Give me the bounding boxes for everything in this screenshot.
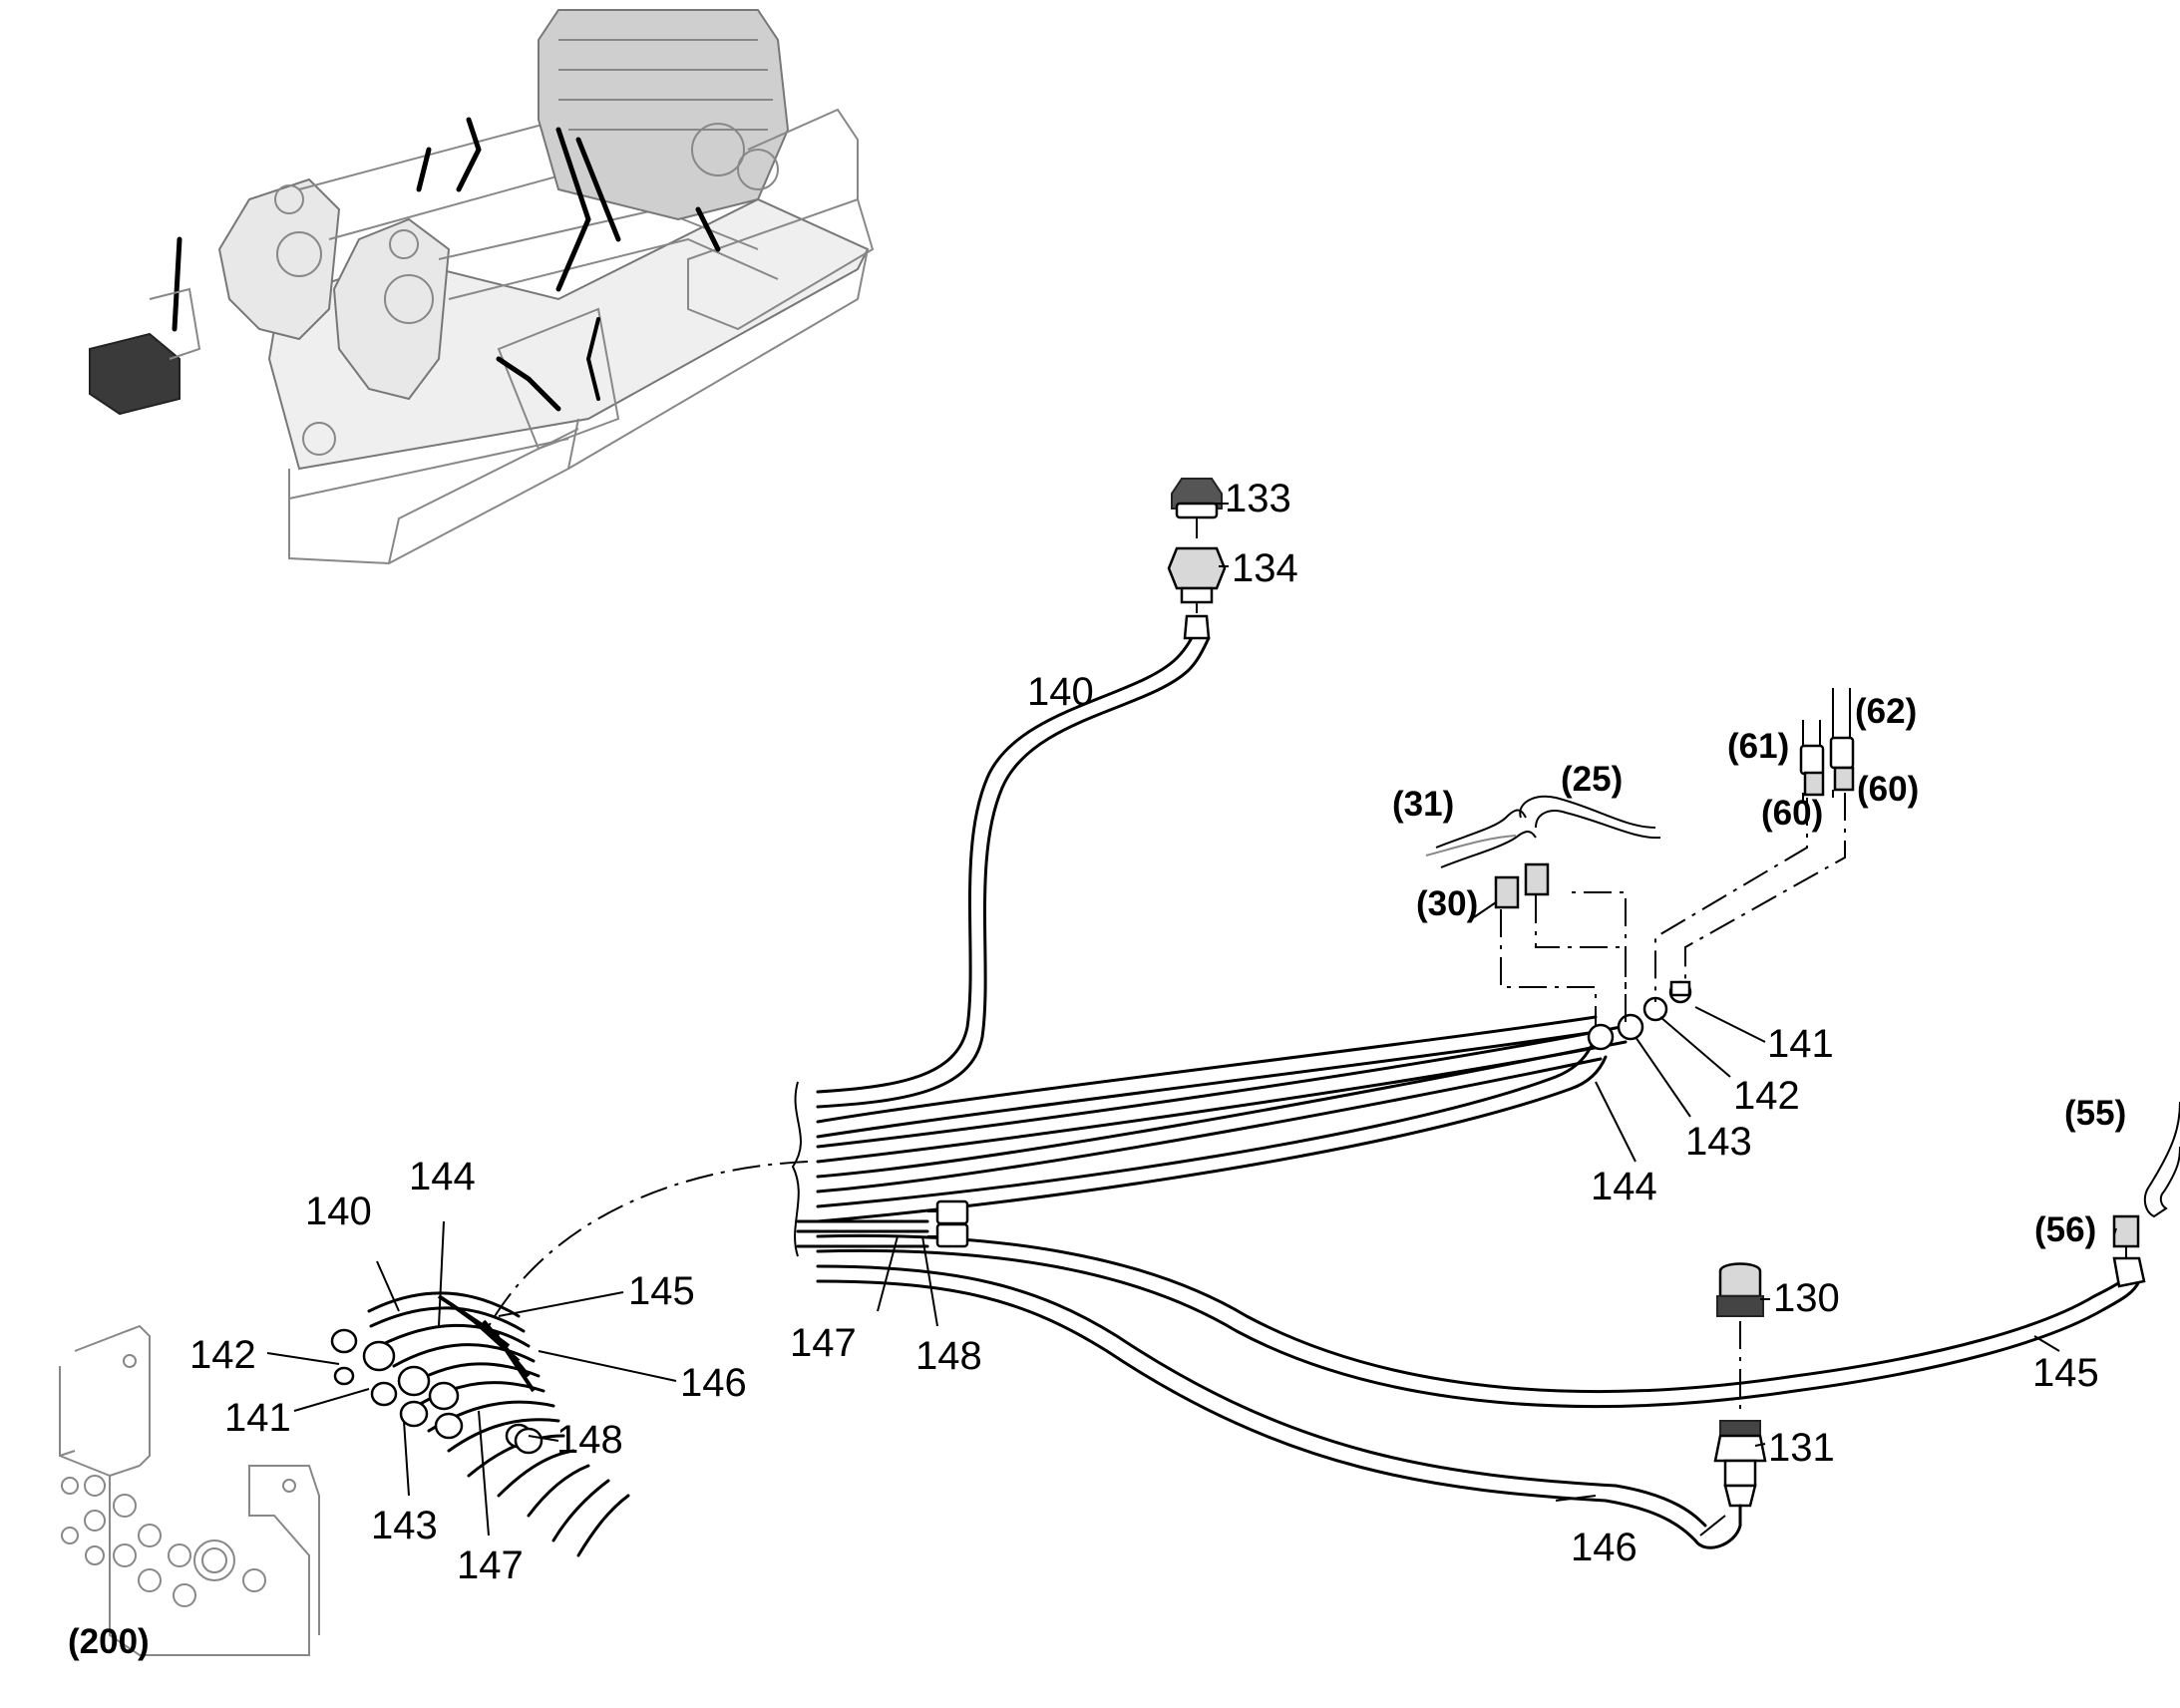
- callout-144-left: 144: [409, 1155, 476, 1198]
- continuation-line: [488, 1161, 809, 1327]
- fitting-133-134: [1167, 478, 1227, 640]
- hose-bundle: [791, 626, 2141, 1542]
- callout-131: 131: [1768, 1426, 1835, 1470]
- callout-141-left: 141: [224, 1396, 291, 1440]
- callout-133: 133: [1225, 477, 1291, 520]
- callout-142-right: 142: [1733, 1074, 1800, 1118]
- ref-200: (200): [68, 1622, 150, 1661]
- ref-62: (62): [1855, 692, 1917, 731]
- callout-142-left: 142: [189, 1333, 256, 1377]
- ref-60-right: (60): [1857, 770, 1919, 809]
- callout-140-top: 140: [1027, 670, 1094, 714]
- machine-overview: [89, 9, 875, 565]
- fitting-145-right: [2112, 1101, 2180, 1288]
- callout-146-right: 146: [1571, 1526, 1637, 1569]
- ref-61: (61): [1727, 727, 1789, 766]
- ref-25: (25): [1561, 760, 1623, 799]
- fitting-130-131: [1693, 1262, 1767, 1549]
- callout-144-right: 144: [1591, 1165, 1657, 1208]
- callout-140-left: 140: [305, 1190, 372, 1233]
- reference-labels: (25) (31) (30) (61) (62) (60) (60) (55) …: [68, 692, 2126, 1661]
- mounting-plate: [59, 1324, 320, 1656]
- callout-147-center: 147: [790, 1321, 857, 1365]
- callout-145-right: 145: [2032, 1351, 2099, 1395]
- callout-147-left: 147: [457, 1543, 524, 1587]
- callout-134: 134: [1232, 546, 1298, 590]
- callouts: 133 134 140 141 142 143 144 130 131 145 …: [189, 477, 2099, 1587]
- callout-148-center: 148: [915, 1334, 982, 1378]
- callout-146-left: 146: [680, 1361, 747, 1405]
- callout-141-right: 141: [1767, 1022, 1834, 1066]
- callout-148-left: 148: [556, 1418, 623, 1462]
- callout-143-right: 143: [1685, 1120, 1752, 1164]
- ref-31: (31): [1392, 785, 1454, 824]
- fitting-cluster-right: [1425, 688, 1855, 1051]
- callout-143-left: 143: [371, 1504, 438, 1547]
- callout-145-left: 145: [628, 1269, 695, 1313]
- leader-lines: [266, 503, 2117, 1537]
- ref-56: (56): [2034, 1210, 2096, 1249]
- hose-ends-left: [330, 1291, 630, 1557]
- ref-60-left: (60): [1761, 794, 1823, 833]
- ref-55: (55): [2064, 1094, 2126, 1133]
- callout-130: 130: [1773, 1276, 1840, 1320]
- ref-30: (30): [1416, 884, 1478, 923]
